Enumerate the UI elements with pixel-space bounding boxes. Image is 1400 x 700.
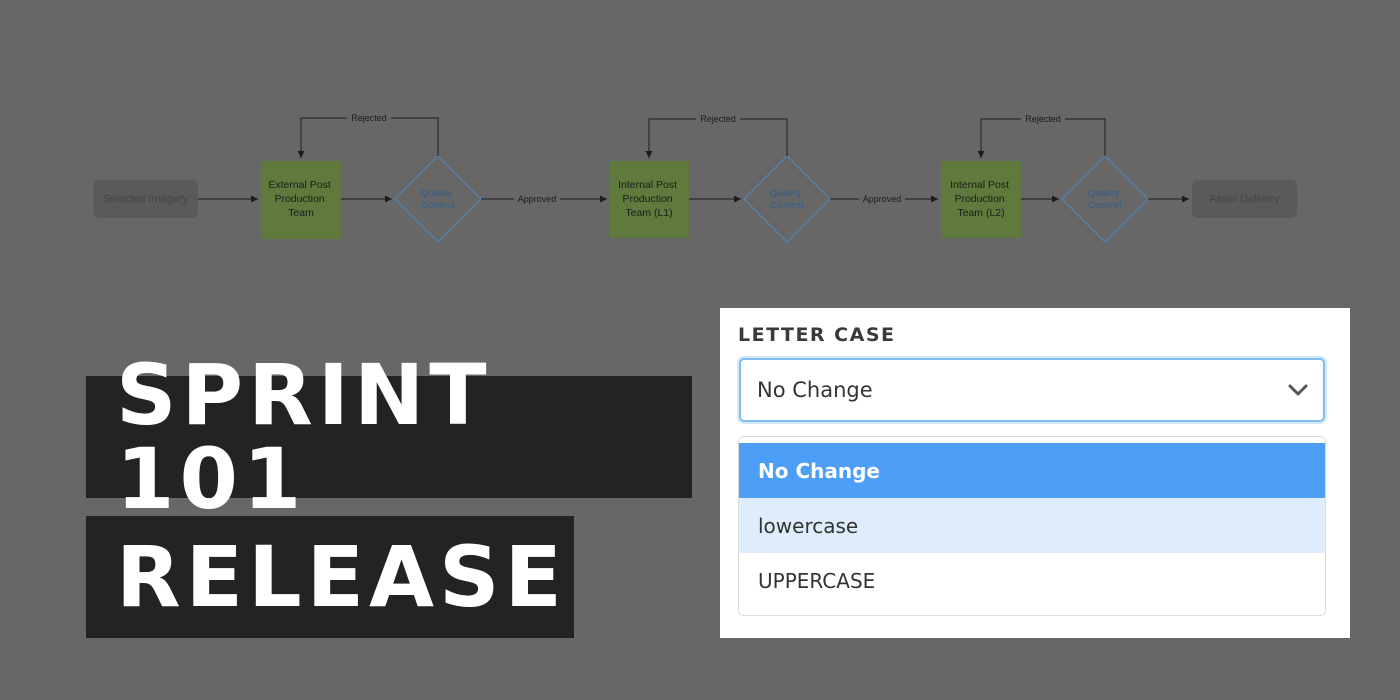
decision-label-line: Quality	[421, 188, 454, 199]
process-label: Internal Post Production Team (L1)	[618, 179, 680, 219]
decision-diamond	[394, 155, 482, 243]
decision-label: Quality Control	[770, 188, 805, 211]
process-box	[941, 161, 1021, 238]
process-label-line: Production	[954, 193, 1004, 205]
process-label-line: Internal Post	[950, 179, 1009, 191]
title-line1: SPRINT 101	[116, 346, 492, 528]
process-label-line: Production	[622, 193, 672, 205]
process-box	[610, 161, 689, 238]
decision-label: Quality Control	[1088, 188, 1123, 211]
option-no-change[interactable]: No Change	[739, 443, 1325, 498]
process-label-line: External Post	[268, 179, 331, 191]
end-node-label: Asset Delivery	[1209, 193, 1280, 205]
decision-diamond	[1061, 155, 1149, 243]
start-node-label: Selected Imagery	[103, 193, 189, 205]
decision-label-line: Control	[1088, 200, 1122, 211]
approve-label: Approved	[518, 194, 557, 204]
reject-label: Rejected	[700, 114, 736, 124]
process-label-line: Internal Post	[618, 179, 677, 191]
stage-external-post: External Post Production Team Quality Co…	[261, 112, 607, 243]
process-label: External Post Production Team	[268, 179, 333, 219]
option-uppercase[interactable]: UPPERCASE	[739, 553, 1325, 608]
decision-diamond	[743, 155, 831, 243]
process-label-line: Team (L1)	[625, 207, 672, 219]
select-current-value: No Change	[757, 378, 873, 402]
letter-case-label: LETTER CASE	[738, 324, 896, 346]
process-label-line: Production	[274, 193, 324, 205]
start-node: Selected Imagery	[93, 180, 198, 218]
approve-label: Approved	[863, 194, 902, 204]
stage-internal-l1: Internal Post Production Team (L1) Quali…	[610, 113, 938, 243]
title-banner-line2: RELEASE	[86, 516, 574, 638]
letter-case-select[interactable]: No Change	[739, 358, 1325, 422]
stage-internal-l2: Internal Post Production Team (L2) Quali…	[941, 113, 1189, 243]
end-node: Asset Delivery	[1192, 180, 1297, 218]
title-banner-line1: SPRINT 101	[86, 353, 692, 521]
decision-label: Quality Control	[421, 188, 456, 211]
decision-label-line: Control	[770, 200, 804, 211]
process-label: Internal Post Production Team (L2)	[950, 179, 1012, 219]
option-lowercase[interactable]: lowercase	[739, 498, 1325, 553]
process-label-line: Team	[288, 207, 314, 219]
letter-case-panel: LETTER CASE No Change No Change lowercas…	[720, 308, 1350, 638]
letter-case-options: No Change lowercase UPPERCASE	[738, 436, 1326, 616]
workflow-diagram: Selected Imagery External Post Productio…	[93, 112, 1297, 243]
chevron-down-icon	[1288, 384, 1308, 396]
reject-label: Rejected	[351, 113, 387, 123]
decision-label-line: Control	[421, 200, 455, 211]
decision-label-line: Quality	[1088, 188, 1121, 199]
process-label-line: Team (L2)	[957, 207, 1004, 219]
process-box	[261, 161, 341, 239]
title-line2: RELEASE	[116, 528, 567, 626]
reject-label: Rejected	[1025, 114, 1061, 124]
decision-label-line: Quality	[770, 188, 803, 199]
